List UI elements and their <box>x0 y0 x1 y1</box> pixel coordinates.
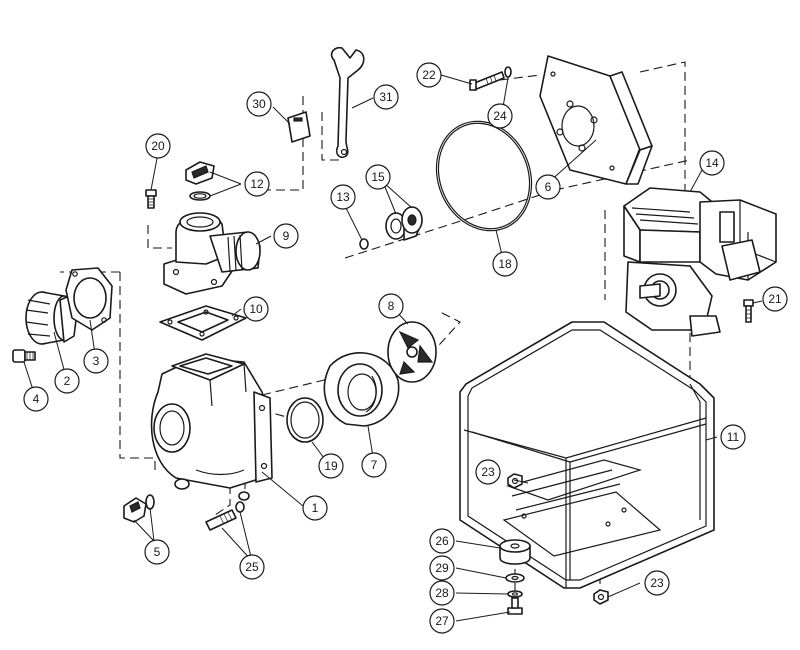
part-27-bolt <box>507 597 523 615</box>
part-10-flange-gasket <box>159 305 247 341</box>
part-22-bolt <box>469 71 505 91</box>
part-7-volute <box>323 351 400 427</box>
svg-text:25: 25 <box>245 560 259 574</box>
svg-text:29: 29 <box>435 561 449 575</box>
svg-text:18: 18 <box>498 257 512 271</box>
part-20-bolt <box>145 189 157 209</box>
callout-25: 25 <box>239 554 265 580</box>
callout-31: 31 <box>373 84 399 110</box>
part-24-washer <box>504 66 512 78</box>
svg-text:27: 27 <box>435 614 449 628</box>
callout-1: 1 <box>302 495 328 521</box>
callout-26: 26 <box>429 528 455 554</box>
svg-text:11: 11 <box>727 430 740 444</box>
part-4-drain-plug <box>12 349 36 363</box>
part-25-stud <box>205 491 250 531</box>
part-28-washer <box>507 590 523 598</box>
callout-7: 7 <box>361 452 387 478</box>
part-13-oring <box>359 238 369 250</box>
callout-28: 28 <box>429 580 455 606</box>
callout-5: 5 <box>144 539 170 565</box>
svg-text:14: 14 <box>705 156 719 170</box>
callout-29: 29 <box>429 555 455 581</box>
callout-21: 21 <box>762 286 788 312</box>
callout-13: 13 <box>330 184 356 210</box>
callout-12: 12 <box>244 171 270 197</box>
part-1-pump-casing <box>150 353 273 490</box>
callout-9: 9 <box>273 223 299 249</box>
part-18-oring <box>435 120 533 232</box>
svg-text:26: 26 <box>435 534 449 548</box>
svg-text:8: 8 <box>388 299 395 313</box>
svg-text:3: 3 <box>93 354 100 368</box>
callout-23-bottom: 23 <box>644 570 670 596</box>
svg-text:20: 20 <box>151 139 165 153</box>
svg-text:21: 21 <box>768 292 782 306</box>
svg-text:2: 2 <box>64 374 71 388</box>
callout-27: 27 <box>429 608 455 634</box>
part-2-coupler <box>25 291 79 345</box>
callouts: 1 2 3 4 5 6 7 8 9 10 11 12 13 14 15 18 1… <box>23 62 788 634</box>
svg-text:9: 9 <box>283 229 290 243</box>
part-8-impeller <box>387 321 437 383</box>
part-29-washer <box>505 573 525 583</box>
part-31-wrench <box>330 46 365 159</box>
callout-2: 2 <box>54 368 80 394</box>
callout-11: 11 <box>720 424 746 450</box>
callout-8: 8 <box>378 293 404 319</box>
svg-text:7: 7 <box>371 458 378 472</box>
callout-3: 3 <box>83 348 109 374</box>
part-11-frame <box>459 321 715 589</box>
callout-18: 18 <box>492 251 518 277</box>
part-26-rubber-mount <box>499 539 531 565</box>
callout-30: 30 <box>246 91 272 117</box>
callout-6: 6 <box>535 174 561 200</box>
svg-text:23: 23 <box>481 465 495 479</box>
part-19-oring <box>286 397 324 443</box>
svg-text:31: 31 <box>379 90 393 104</box>
callout-22: 22 <box>416 62 442 88</box>
svg-text:15: 15 <box>371 170 385 184</box>
svg-text:28: 28 <box>435 586 449 600</box>
svg-text:24: 24 <box>493 109 507 123</box>
part-15-seals <box>385 206 423 241</box>
part-9-discharge-elbow <box>163 212 261 295</box>
part-3-gasket <box>65 267 113 331</box>
svg-text:22: 22 <box>422 68 436 82</box>
part-5-plug <box>123 494 155 523</box>
part-14-engine <box>623 187 777 337</box>
part-12-fill-cap <box>185 161 215 201</box>
part-21-bolt <box>743 299 754 323</box>
callout-15: 15 <box>365 164 391 190</box>
svg-text:13: 13 <box>336 190 350 204</box>
svg-text:10: 10 <box>249 302 263 316</box>
svg-text:23: 23 <box>650 576 664 590</box>
callout-20: 20 <box>145 133 171 159</box>
callout-24: 24 <box>487 103 513 129</box>
callout-4: 4 <box>23 386 49 412</box>
svg-text:30: 30 <box>252 97 266 111</box>
part-23-nut-top <box>507 473 523 489</box>
part-30-tag <box>287 111 311 143</box>
part-23-nut-bottom <box>593 589 609 605</box>
callout-10: 10 <box>243 296 269 322</box>
svg-text:1: 1 <box>312 501 319 515</box>
svg-text:6: 6 <box>545 180 552 194</box>
callout-19: 19 <box>318 453 344 479</box>
svg-text:4: 4 <box>33 392 40 406</box>
svg-text:5: 5 <box>154 545 161 559</box>
callout-14: 14 <box>699 150 725 176</box>
part-6-mounting-plate <box>539 55 653 185</box>
callout-23-top: 23 <box>475 459 501 485</box>
svg-text:12: 12 <box>250 177 264 191</box>
svg-text:19: 19 <box>324 459 338 473</box>
